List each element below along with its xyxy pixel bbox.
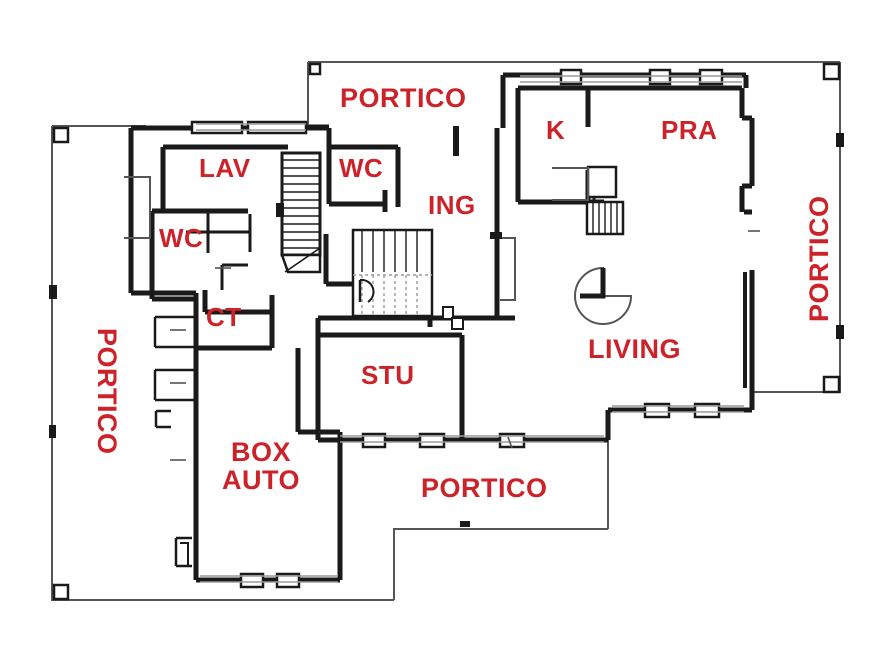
room-label-box-auto: BOX AUTO xyxy=(222,437,301,496)
main-walls xyxy=(128,72,755,583)
room-label-wc-upper: WC xyxy=(339,153,384,183)
room-label-portico-left: PORTICO xyxy=(92,328,122,455)
room-label-portico-top: PORTICO xyxy=(340,83,467,113)
room-label-portico-right: PORTICO xyxy=(804,195,834,322)
window-glazing-lines xyxy=(196,75,744,583)
door-swing-living xyxy=(574,266,633,325)
fixture-details xyxy=(124,167,589,301)
room-label-pra: PRA xyxy=(661,115,718,145)
room-label-lav: LAV xyxy=(199,153,251,183)
stair-ing xyxy=(351,228,434,318)
porch-pilaster-marks xyxy=(49,133,844,527)
room-label-wc-left: WC xyxy=(159,223,204,253)
room-label-ct: CT xyxy=(206,302,242,332)
dimension-ticks xyxy=(170,230,760,461)
stair-kitchen xyxy=(585,165,625,236)
hinge-marks xyxy=(442,126,502,330)
porch-outlines xyxy=(51,61,841,601)
porch-corner-markers xyxy=(52,62,841,601)
room-label-portico-bottom: PORTICO xyxy=(421,473,548,503)
room-label-stu: STU xyxy=(361,360,415,390)
room-label-living: LIVING xyxy=(588,334,682,364)
room-label-ing: ING xyxy=(428,190,476,220)
room-label-k: K xyxy=(546,115,566,145)
stair-lav xyxy=(276,151,322,274)
